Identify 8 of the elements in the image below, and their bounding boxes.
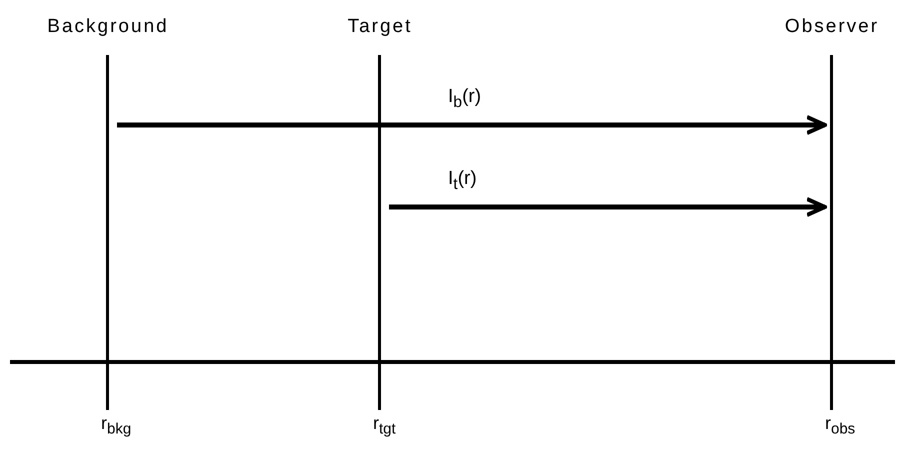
arrow xyxy=(117,115,827,135)
position-heading: Background xyxy=(46,16,170,38)
position-heading: Target xyxy=(346,16,414,38)
position-label: r$_{tgt}$ xyxy=(373,413,396,438)
position-label: r$_{obs}$ xyxy=(825,413,856,438)
arrow xyxy=(389,197,827,217)
position-heading: Observer xyxy=(784,16,880,38)
position-label: r$_{bkg}$ xyxy=(101,413,132,438)
